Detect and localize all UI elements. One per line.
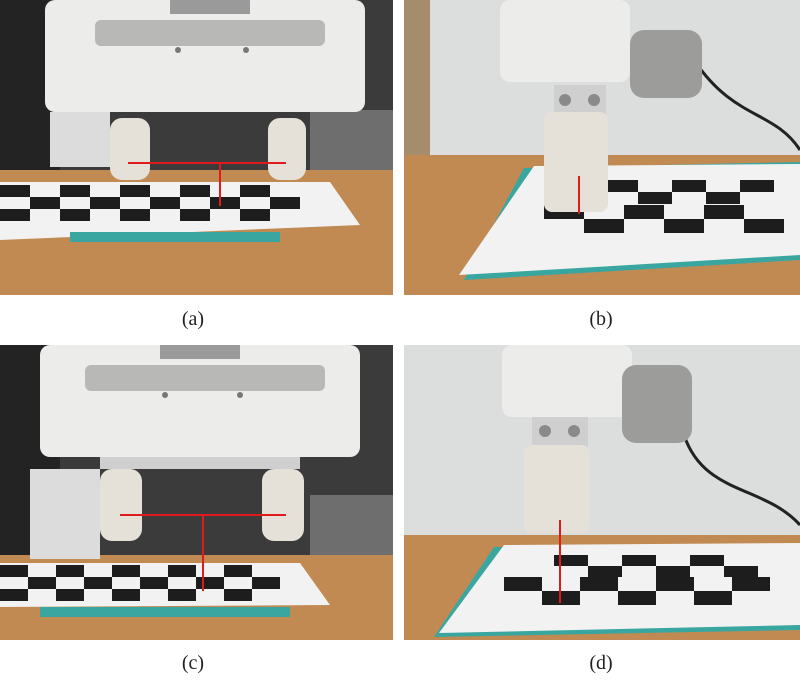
caption-b: (b) (589, 308, 613, 330)
screw-icon (588, 94, 600, 106)
gripper-body (502, 345, 632, 417)
caption-d: (d) (589, 652, 613, 674)
caption-c: (c) (181, 652, 205, 674)
finger-left (100, 469, 142, 541)
gripper-mount (160, 345, 240, 359)
cable (692, 59, 800, 151)
panel-a-photo (0, 0, 393, 295)
gripper-body (40, 345, 360, 457)
panel-b-photo (404, 0, 800, 295)
screw-icon (568, 425, 580, 437)
robot-base (50, 112, 110, 167)
finger-right (268, 118, 306, 180)
caption-a: (a) (181, 308, 205, 330)
background-equipment (310, 110, 393, 180)
checkerboard-squares (0, 185, 300, 221)
screw-icon (175, 47, 181, 53)
finger-single (544, 112, 608, 212)
panel-c-photo (0, 345, 393, 640)
screw-icon (162, 392, 168, 398)
finger-left (110, 118, 150, 180)
mat-edge (70, 232, 280, 242)
finger-right (262, 469, 304, 541)
screw-icon (559, 94, 571, 106)
gripper-slot (85, 365, 325, 391)
panel-a-scene (0, 0, 393, 295)
screw-icon (539, 425, 551, 437)
background-door (404, 0, 430, 160)
robot-base (30, 469, 100, 559)
gripper-camera-mount (622, 365, 692, 443)
screw-icon (243, 47, 249, 53)
panel-d-photo (404, 345, 800, 640)
gripper-mount (170, 0, 250, 14)
finger-single (524, 445, 590, 533)
checkerboard-squares (504, 555, 770, 605)
gripper-slot (95, 20, 325, 46)
screw-icon (237, 392, 243, 398)
mat-edge (40, 607, 290, 617)
gripper-rail (100, 457, 300, 469)
panel-b-scene (404, 0, 800, 295)
panel-c-scene (0, 345, 393, 640)
gripper-camera-mount (630, 30, 702, 98)
cable (682, 434, 800, 527)
gripper-body (45, 0, 365, 112)
background-equipment (310, 495, 393, 565)
gripper-body (500, 0, 630, 82)
panel-d-scene (404, 345, 800, 640)
